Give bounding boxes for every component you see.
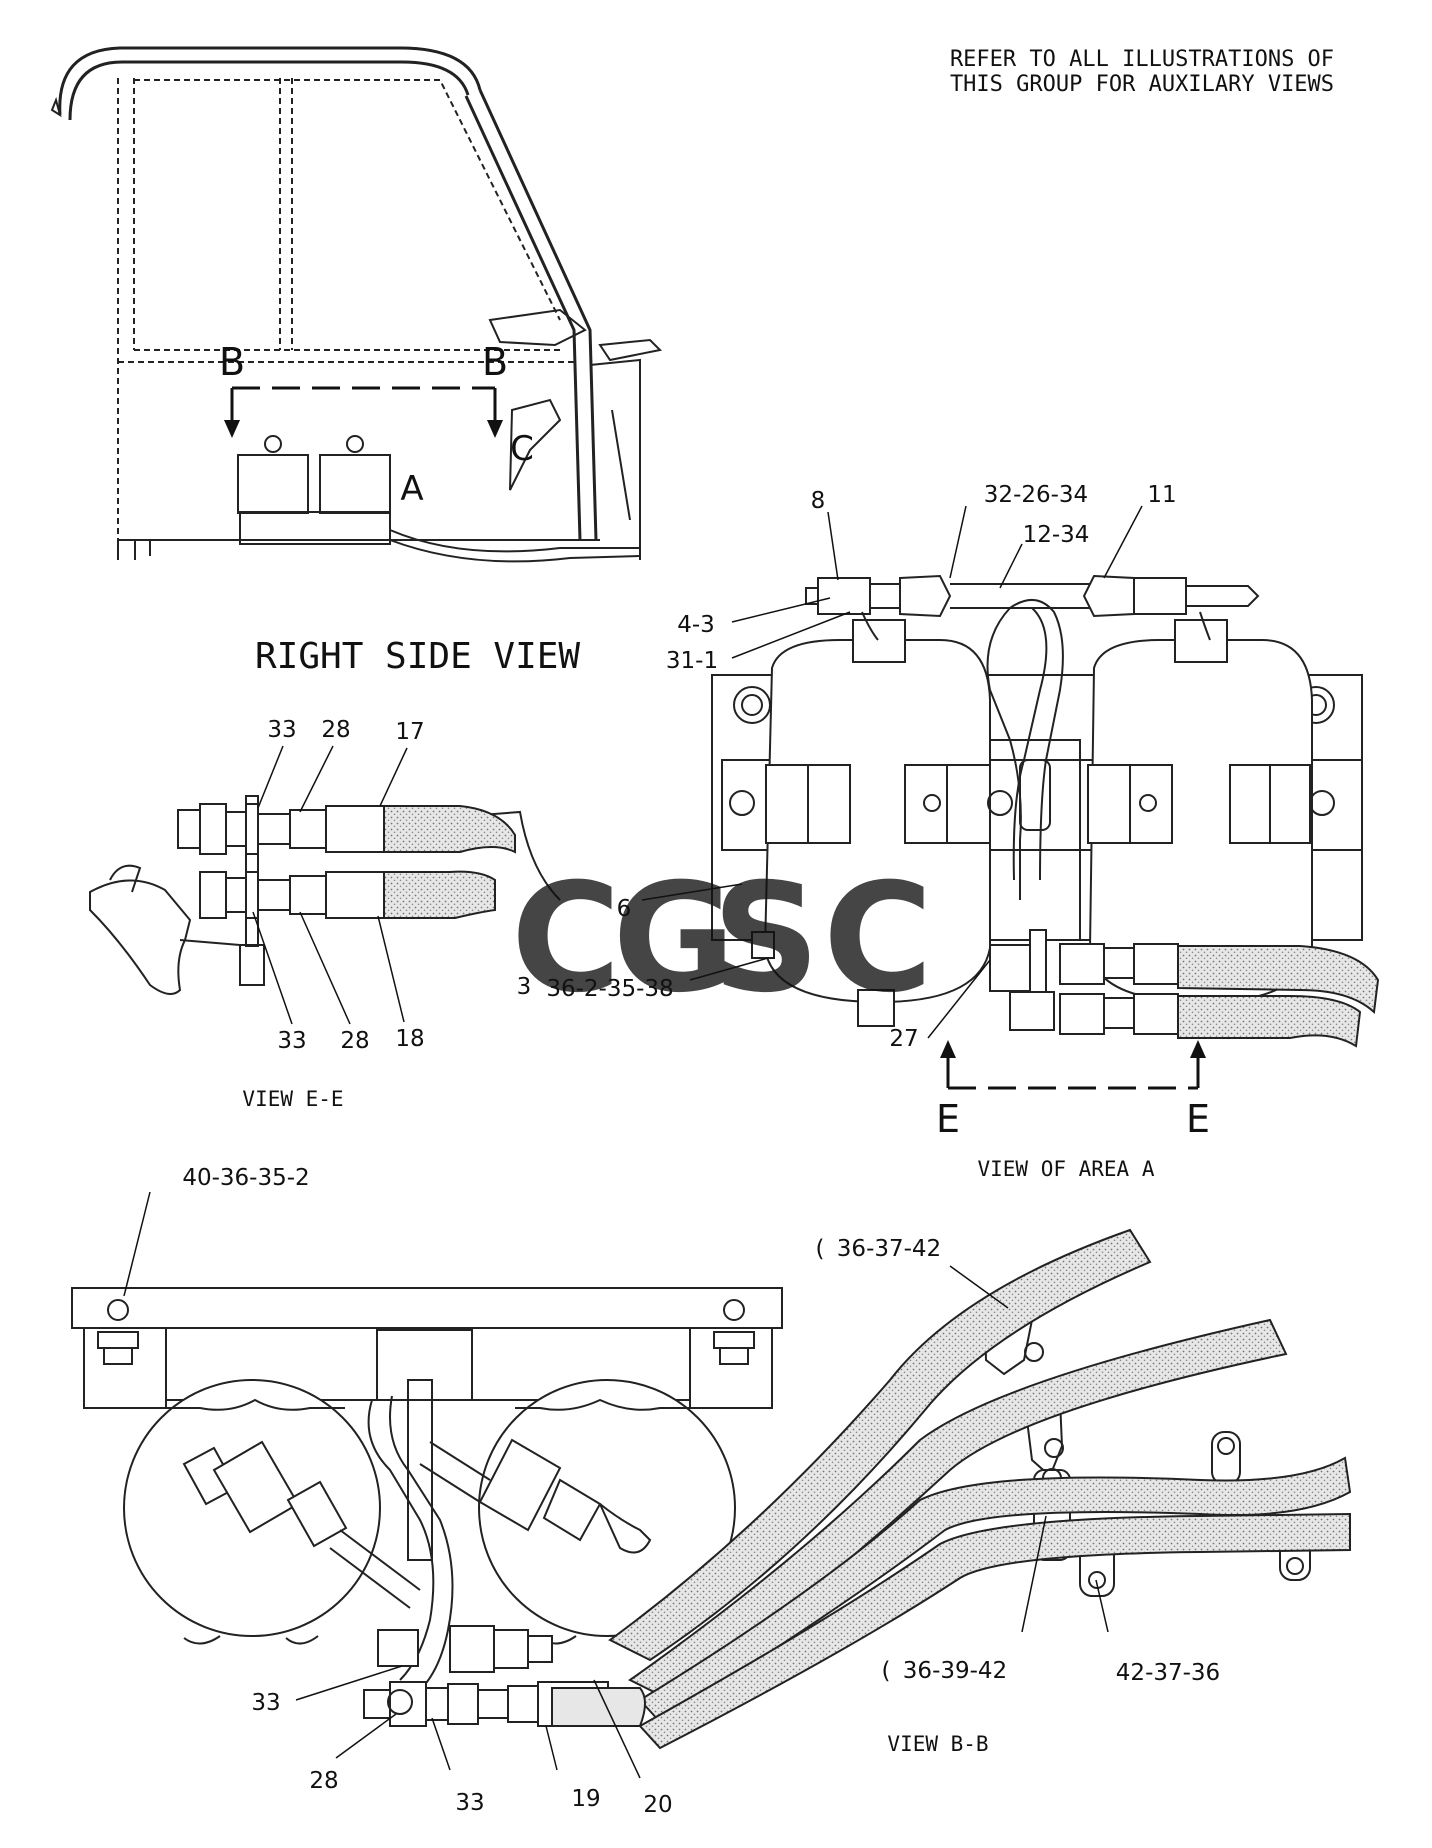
view-area-a-hoses	[1177, 945, 1380, 1048]
watermark-letter-c1: C	[511, 852, 621, 1026]
callout-a-31-1: 31-1	[666, 648, 718, 674]
section-bb-marker: B B C A	[219, 340, 534, 509]
view-ee-hoses	[383, 805, 516, 919]
section-b-right-label: B	[482, 340, 508, 384]
watermark-letter-c2: C	[823, 852, 933, 1026]
callout-ee-28-top: 28	[321, 717, 350, 743]
view-ee-callouts: 33 28 17 33 28 18	[252, 717, 425, 1054]
section-c-label: C	[510, 429, 534, 469]
callout-bb-36-39-42: 36-39-42	[903, 1658, 1007, 1684]
view-bb-title: VIEW B-B	[887, 1732, 988, 1756]
view-bb-callouts: 40-36-35-2 ( 36-37-42 ( 36-39-42 42-37-3…	[123, 1165, 1220, 1818]
section-b-left-label: B	[219, 340, 245, 384]
section-e-right-label: E	[1186, 1097, 1210, 1141]
callout-bb-prefix-1: (	[816, 1236, 825, 1262]
callout-ee-33-top: 33	[267, 717, 296, 743]
view-area-a-callouts: 8 32-26-34 11 12-34 4-3 31-1 6 3 36-2-35…	[517, 482, 1177, 1052]
view-bb-hoses	[551, 1228, 1352, 1750]
callout-bb-40-36-35-2: 40-36-35-2	[182, 1165, 309, 1191]
callout-bb-42-37-36: 42-37-36	[1116, 1660, 1220, 1686]
view-area-a-drawing	[711, 574, 1363, 1035]
callout-bb-33-upper: 33	[251, 1690, 280, 1716]
right-side-view	[50, 46, 663, 563]
callout-bb-20: 20	[643, 1792, 672, 1818]
view-ee-drawing	[89, 795, 561, 995]
section-ee-marker: E E	[936, 1040, 1210, 1141]
callout-bb-28: 28	[309, 1768, 338, 1794]
callout-a-prefix-3: 3	[517, 974, 532, 1000]
callout-a-36-2-35-38: 36-2-35-38	[546, 976, 673, 1002]
callout-a-6: 6	[617, 896, 632, 922]
note-line-1: REFER TO ALL ILLUSTRATIONS OF	[950, 47, 1334, 72]
callout-a-4-3: 4-3	[677, 612, 715, 638]
section-e-left-label: E	[936, 1097, 960, 1141]
callout-a-11: 11	[1147, 482, 1176, 508]
reference-note: REFER TO ALL ILLUSTRATIONS OF THIS GROUP…	[950, 47, 1334, 97]
callout-bb-prefix-2: (	[882, 1658, 891, 1684]
callout-bb-19: 19	[571, 1786, 600, 1812]
watermark-letter-s: S	[712, 852, 820, 1026]
callout-ee-33-bottom: 33	[277, 1028, 306, 1054]
area-a-label: A	[400, 469, 423, 509]
callout-a-8: 8	[811, 488, 826, 514]
callout-ee-28-bottom: 28	[340, 1028, 369, 1054]
callout-ee-18: 18	[395, 1026, 424, 1052]
callout-bb-36-37-42: 36-37-42	[837, 1236, 941, 1262]
right-side-view-title: RIGHT SIDE VIEW	[255, 636, 580, 677]
view-area-a-title: VIEW OF AREA A	[977, 1157, 1154, 1181]
callout-a-27: 27	[889, 1026, 918, 1052]
watermark-letter-g: G	[612, 852, 735, 1026]
callout-ee-17: 17	[395, 719, 424, 745]
view-ee-title: VIEW E-E	[242, 1087, 343, 1111]
watermark-logo: C G S C	[511, 852, 933, 1026]
callout-a-12-34: 12-34	[1023, 522, 1090, 548]
note-line-2: THIS GROUP FOR AUXILARY VIEWS	[950, 72, 1334, 97]
callout-bb-33-lower: 33	[455, 1790, 484, 1816]
callout-a-32-26-34: 32-26-34	[984, 482, 1088, 508]
